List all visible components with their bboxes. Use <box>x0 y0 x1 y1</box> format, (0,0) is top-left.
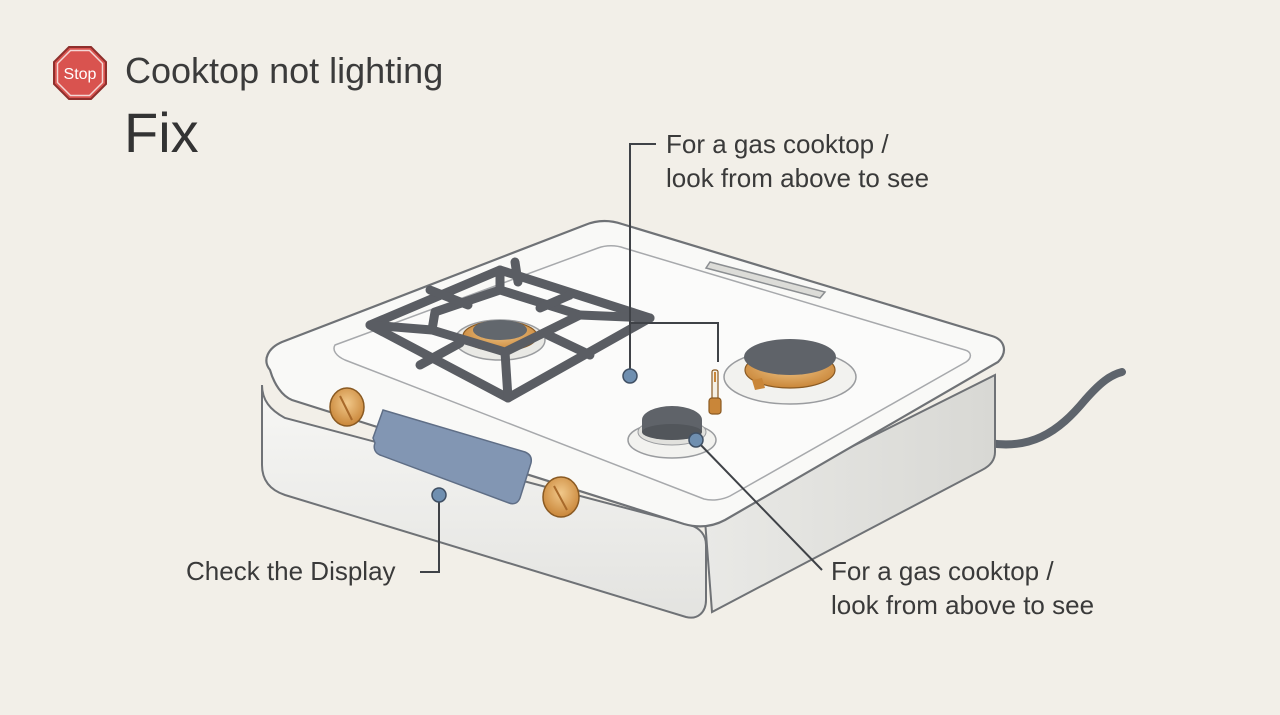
callout-top-line2: look from above to see <box>666 163 930 193</box>
callout-left-text: Check the Display <box>186 556 396 586</box>
leader-lines <box>420 143 823 573</box>
callout-check-display: Check the Display <box>186 554 396 588</box>
right-burner <box>723 339 857 405</box>
callout-top: For a gas cooktop / look from above to s… <box>666 127 929 195</box>
cooktop-side <box>703 373 996 614</box>
callout-top-line1: For a gas cooktop / <box>666 129 889 159</box>
callout-marker-icon <box>431 368 704 503</box>
callout-right-line2: look from above to see <box>831 590 1095 620</box>
cooktop-inner-top <box>333 245 972 501</box>
callout-right-line1: For a gas cooktop / <box>831 556 1054 586</box>
small-burner <box>627 406 717 459</box>
burner-grate <box>365 257 655 403</box>
vent-slot <box>704 261 827 299</box>
page-title: Fix <box>124 101 199 164</box>
stop-sign-text: Stop <box>64 66 97 83</box>
page-subtitle: Cooktop not lighting <box>125 50 444 91</box>
igniter <box>708 369 722 415</box>
display-panel <box>372 409 532 505</box>
left-knob <box>329 387 365 427</box>
callout-right: For a gas cooktop / look from above to s… <box>831 554 1094 622</box>
stop-sign-icon: Stop <box>53 46 107 100</box>
cooktop-front <box>261 384 707 619</box>
right-knob <box>542 476 580 518</box>
power-cord <box>971 368 1126 449</box>
